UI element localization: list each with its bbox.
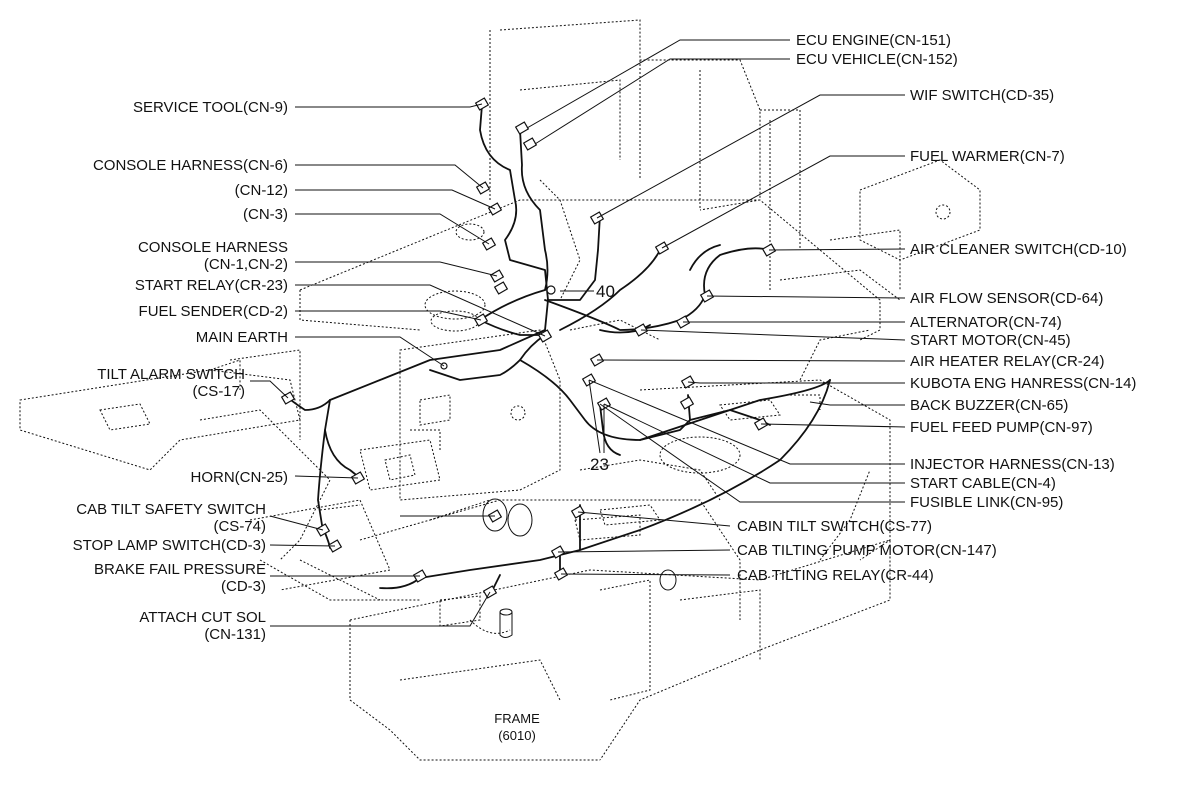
- frame-label-text: FRAME: [494, 711, 540, 726]
- label-start-motor: START MOTOR(CN-45): [910, 332, 1071, 349]
- label-service-tool: SERVICE TOOL(CN-9): [133, 99, 288, 116]
- label-back-buzzer: BACK BUZZER(CN-65): [910, 397, 1068, 414]
- label-cs74: (CS-74): [213, 518, 266, 535]
- label-ecu-engine: ECU ENGINE(CN-151): [796, 32, 951, 49]
- left-leader-lines: [250, 103, 546, 627]
- label-cab-tilting-pump-motor: CAB TILTING PUMP MOTOR(CN-147): [737, 542, 997, 559]
- label-fusible-link: FUSIBLE LINK(CN-95): [910, 494, 1063, 511]
- label-air-cleaner-switch: AIR CLEANER SWITCH(CD-10): [910, 241, 1127, 258]
- label-fuel-feed-pump: FUEL FEED PUMP(CN-97): [910, 419, 1093, 436]
- left-labels: SERVICE TOOL(CN-9) CONSOLE HARNESS(CN-6)…: [73, 99, 288, 643]
- callout-40: 40: [596, 282, 615, 301]
- label-cn3: (CN-3): [243, 206, 288, 223]
- label-fuel-warmer: FUEL WARMER(CN-7): [910, 148, 1065, 165]
- label-attach-cut-sol: ATTACH CUT SOL: [139, 609, 266, 626]
- label-alternator: ALTERNATOR(CN-74): [910, 314, 1062, 331]
- label-air-flow-sensor: AIR FLOW SENSOR(CD-64): [910, 290, 1103, 307]
- label-fuel-sender: FUEL SENDER(CD-2): [139, 303, 288, 320]
- label-cabin-tilt-switch: CABIN TILT SWITCH(CS-77): [737, 518, 932, 535]
- label-ecu-vehicle: ECU VEHICLE(CN-152): [796, 51, 958, 68]
- label-horn: HORN(CN-25): [191, 469, 289, 486]
- label-stop-lamp-switch: STOP LAMP SWITCH(CD-3): [73, 537, 266, 554]
- label-start-relay: START RELAY(CR-23): [135, 277, 288, 294]
- label-cs17: (CS-17): [192, 383, 245, 400]
- label-tilt-alarm-switch: TILT ALARM SWITCH: [97, 366, 245, 383]
- label-cn1-cn2: (CN-1,CN-2): [204, 256, 288, 273]
- label-brake-fail-pressure: BRAKE FAIL PRESSURE: [94, 561, 266, 578]
- label-cab-tilt-safety-switch: CAB TILT SAFETY SWITCH: [76, 501, 266, 518]
- label-console-harness: CONSOLE HARNESS: [138, 239, 288, 256]
- label-cn131: (CN-131): [204, 626, 266, 643]
- label-injector-harness: INJECTOR HARNESS(CN-13): [910, 456, 1115, 473]
- frame-outline: [19, 19, 981, 761]
- callout-23: 23: [590, 455, 609, 474]
- frame-label: FRAME (6010): [494, 711, 540, 743]
- label-cd3-brake: (CD-3): [221, 578, 266, 595]
- right-labels: ECU ENGINE(CN-151) ECU VEHICLE(CN-152) W…: [737, 32, 1136, 584]
- label-console-harness-cn6: CONSOLE HARNESS(CN-6): [93, 157, 288, 174]
- label-wif-switch: WIF SWITCH(CD-35): [910, 87, 1054, 104]
- label-cab-tilting-relay: CAB TILTING RELAY(CR-44): [737, 567, 934, 584]
- frame-code-text: (6010): [498, 728, 536, 743]
- label-kubota-eng-harness: KUBOTA ENG HANRESS(CN-14): [910, 375, 1136, 392]
- label-start-cable: START CABLE(CN-4): [910, 475, 1056, 492]
- callout-numbers: 40 23: [560, 282, 615, 474]
- label-cn12: (CN-12): [235, 182, 288, 199]
- label-air-heater-relay: AIR HEATER RELAY(CR-24): [910, 353, 1104, 370]
- label-main-earth: MAIN EARTH: [196, 329, 288, 346]
- right-leader-lines: [526, 39, 906, 576]
